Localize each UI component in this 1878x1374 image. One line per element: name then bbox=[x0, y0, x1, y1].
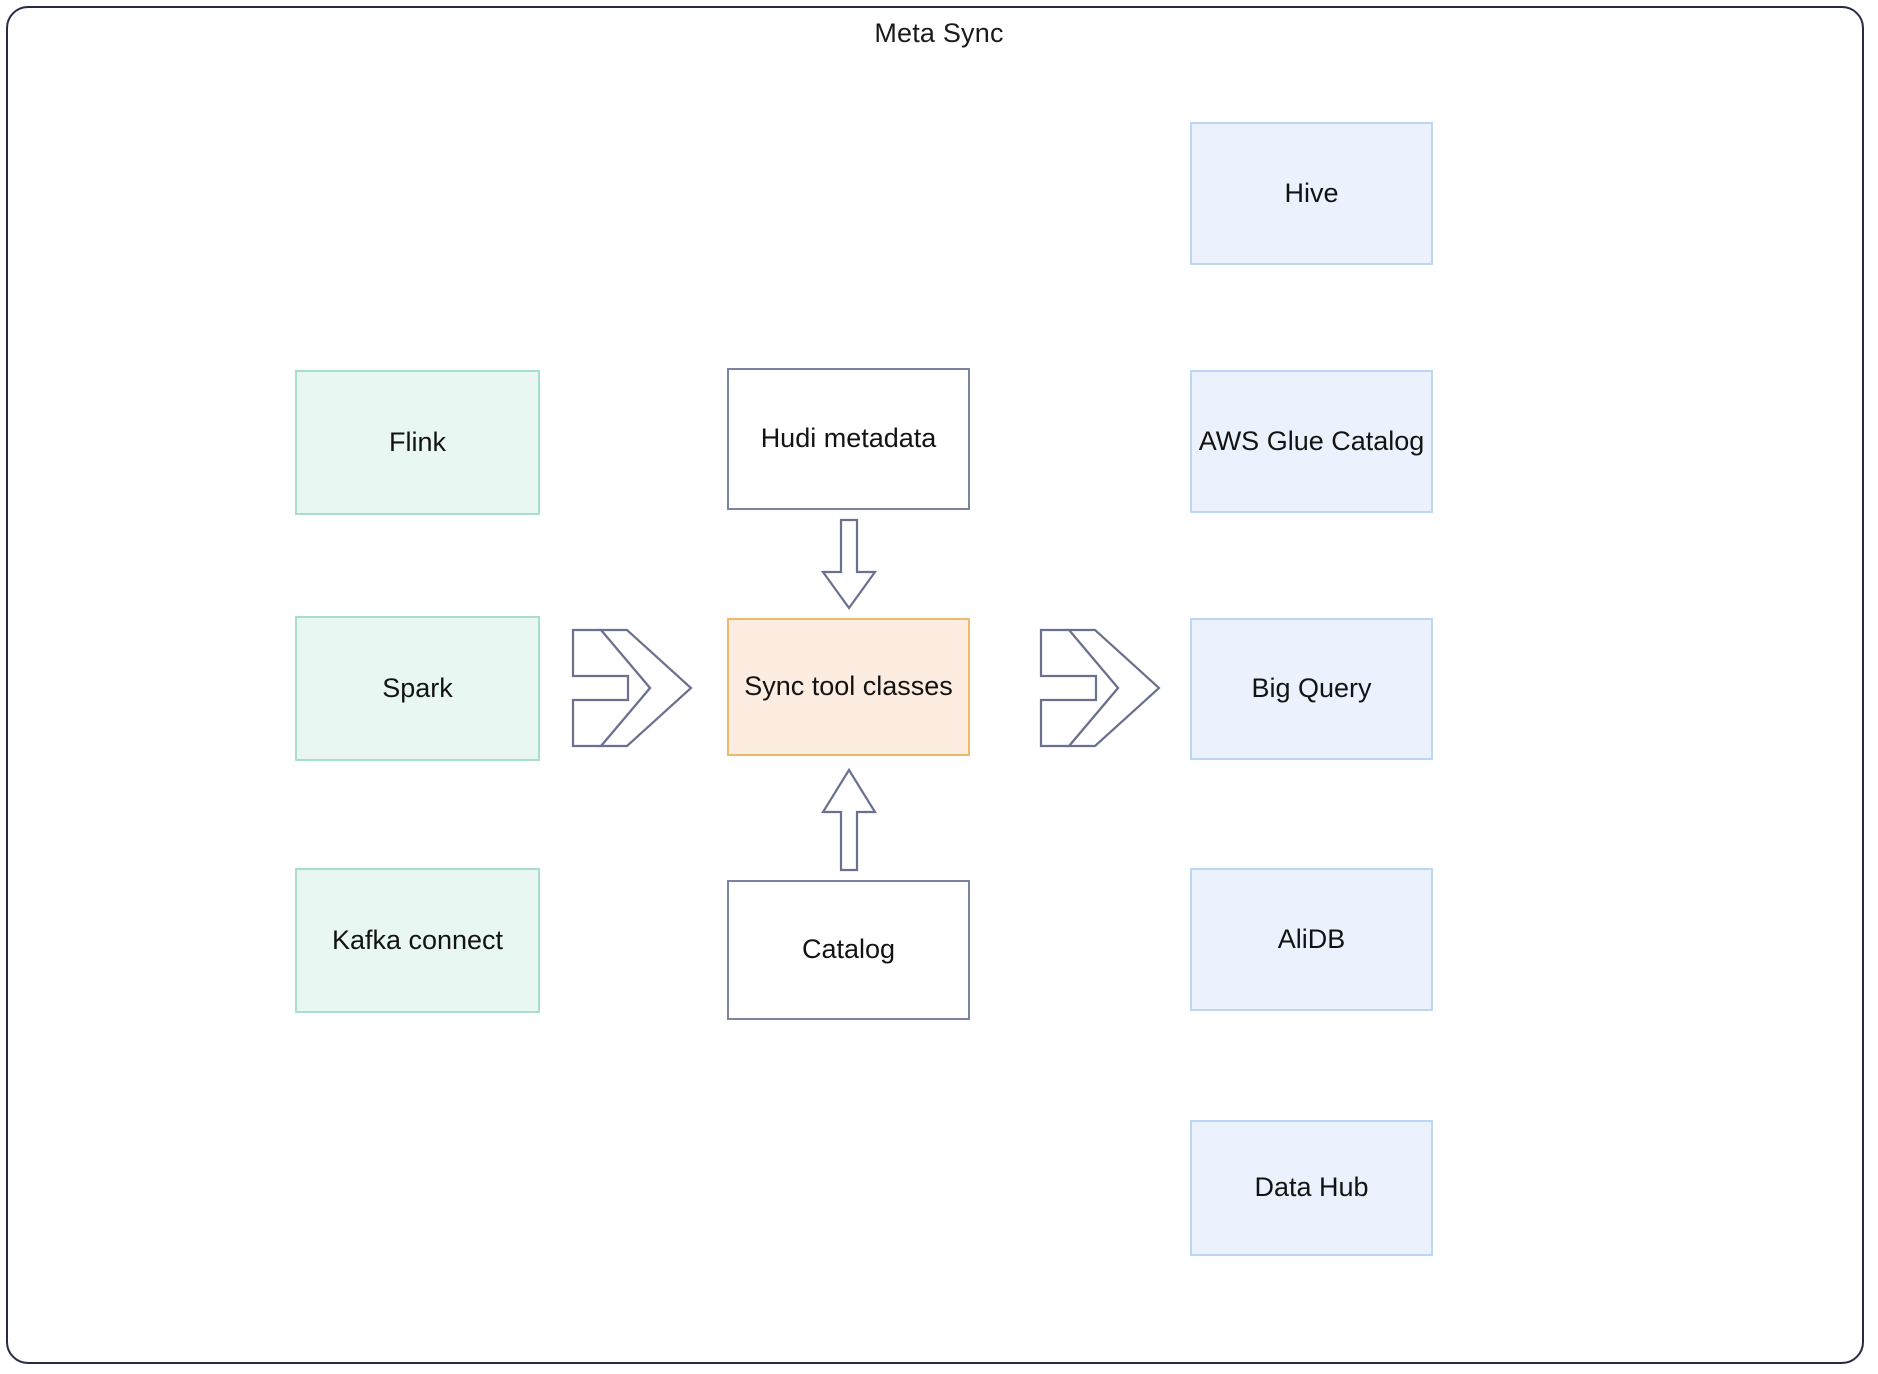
node-flink[interactable]: Flink bbox=[295, 370, 540, 515]
node-label: AliDB bbox=[1277, 923, 1346, 954]
node-sync-tool-classes[interactable]: Sync tool classes bbox=[727, 618, 970, 756]
page-title: Meta Sync bbox=[874, 18, 1004, 48]
chevron-arrow-right-icon-engines-to-sync bbox=[571, 628, 693, 748]
node-alidb[interactable]: AliDB bbox=[1190, 868, 1433, 1011]
node-spark[interactable]: Spark bbox=[295, 616, 540, 761]
block-arrow-up-icon-catalog-to-sync bbox=[821, 767, 877, 872]
node-hudi-metadata[interactable]: Hudi metadata bbox=[727, 368, 970, 510]
node-label: Kafka connect bbox=[331, 924, 504, 955]
node-hive[interactable]: Hive bbox=[1190, 122, 1433, 265]
node-label: Data Hub bbox=[1254, 1172, 1369, 1203]
chevron-arrow-right-icon-sync-to-catalogs bbox=[1039, 628, 1161, 748]
node-label: Spark bbox=[382, 672, 453, 703]
node-big-query[interactable]: Big Query bbox=[1190, 618, 1433, 760]
node-kafka-connect[interactable]: Kafka connect bbox=[295, 868, 540, 1013]
node-aws-glue-catalog[interactable]: AWS Glue Catalog bbox=[1190, 370, 1433, 513]
node-label: AWS Glue Catalog bbox=[1198, 425, 1425, 456]
node-label: Big Query bbox=[1251, 673, 1372, 704]
node-label: Hudi metadata bbox=[760, 423, 937, 454]
block-arrow-down-icon-hudi-to-sync bbox=[820, 518, 878, 610]
node-label: Sync tool classes bbox=[744, 671, 953, 702]
node-catalog[interactable]: Catalog bbox=[727, 880, 970, 1020]
node-data-hub[interactable]: Data Hub bbox=[1190, 1120, 1433, 1256]
node-label: Hive bbox=[1284, 177, 1339, 208]
node-label: Flink bbox=[388, 426, 446, 457]
node-label: Catalog bbox=[801, 934, 896, 965]
